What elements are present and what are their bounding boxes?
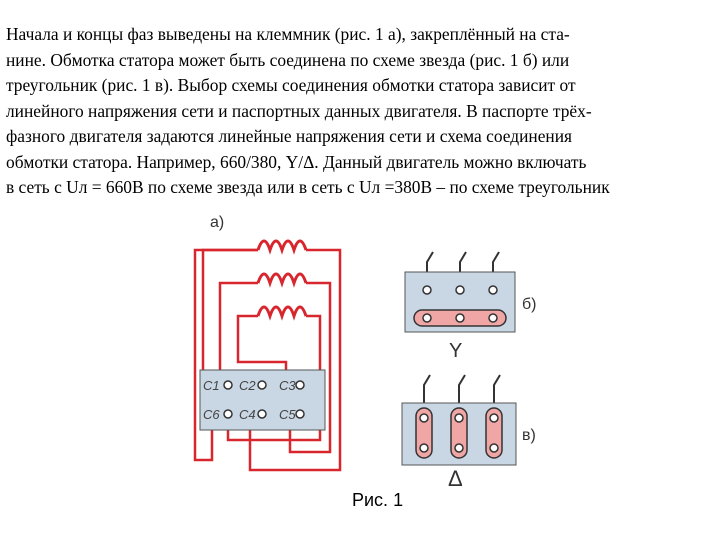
wires bbox=[193, 248, 342, 472]
label-a: а) bbox=[210, 214, 225, 231]
paragraph-line: фазного двигателя задаются линейные напр… bbox=[6, 126, 573, 146]
paragraph-line: линейного напряжения сети и паспортных д… bbox=[6, 100, 592, 121]
paragraph-line: обмотки статора. Например, 660/380, Y/Δ.… bbox=[6, 151, 587, 172]
paragraph-line: нине. Обмотка статора может быть соедине… bbox=[6, 49, 570, 70]
label-v: в) bbox=[522, 427, 536, 444]
terminal-box-a bbox=[199, 369, 326, 431]
terminal-label: C6 bbox=[203, 407, 220, 422]
terminal-screws-a bbox=[223, 380, 305, 419]
figure-caption: Рис. 1 bbox=[352, 490, 404, 510]
star-terminal-box bbox=[404, 251, 516, 333]
terminal-label: C4 bbox=[239, 407, 256, 422]
delta-symbol: Δ bbox=[448, 466, 463, 491]
star-symbol: Y bbox=[449, 340, 463, 362]
body-paragraph: Начала и концы фаз выведены на клеммник … bbox=[6, 22, 718, 201]
label-b: б) bbox=[522, 296, 537, 313]
terminal-c1 bbox=[223, 380, 233, 390]
terminal-label: C5 bbox=[279, 407, 296, 422]
paragraph-line: Начала и концы фаз выведены на клеммник … bbox=[6, 24, 570, 44]
terminal-c5 bbox=[295, 409, 305, 419]
terminal-c2 bbox=[257, 380, 267, 390]
terminal-label: C3 bbox=[279, 378, 296, 393]
terminal-c4 bbox=[257, 409, 267, 419]
coil-2 bbox=[256, 272, 308, 288]
terminal-label: C2 bbox=[239, 378, 256, 393]
delta-terminal-box bbox=[401, 374, 517, 466]
terminal-c3 bbox=[295, 380, 305, 390]
terminal-label: C1 bbox=[203, 378, 220, 393]
terminal-c6 bbox=[223, 409, 233, 419]
paragraph-line: в сеть с Uл = 660В по схеме звезда или в… bbox=[6, 177, 610, 197]
paragraph-line: треугольник (рис. 1 в). Выбор схемы соед… bbox=[6, 75, 576, 95]
coils bbox=[256, 239, 308, 321]
coil-1 bbox=[256, 239, 308, 255]
coil-3 bbox=[256, 305, 308, 321]
